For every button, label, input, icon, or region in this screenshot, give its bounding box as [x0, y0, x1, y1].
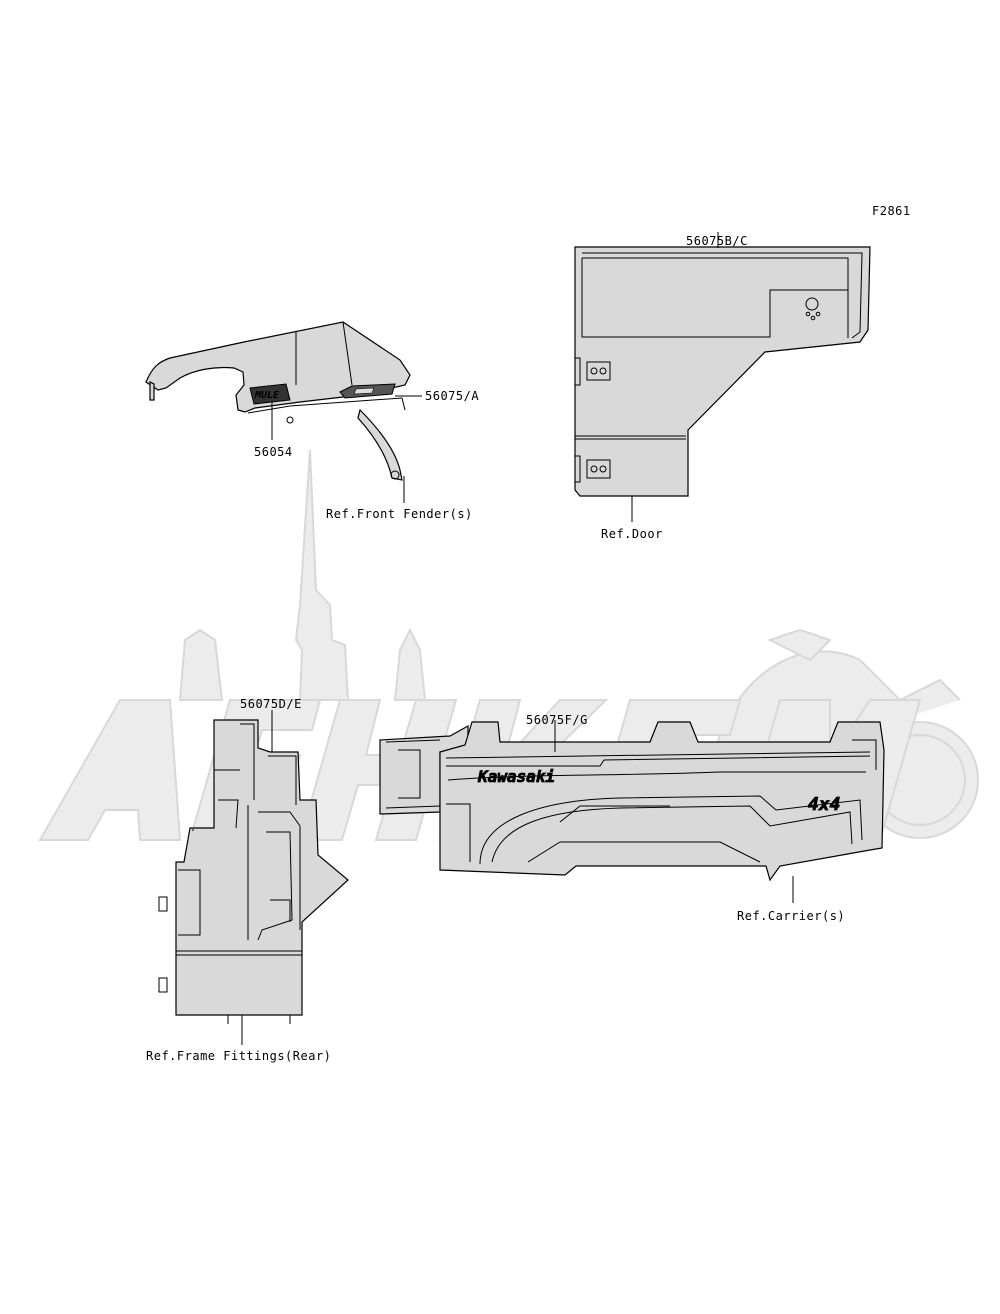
- carrier-part: Kawasaki 4x4: [379, 721, 885, 882]
- ref-carrier: Ref.Carrier(s): [737, 909, 845, 923]
- figure-code: F2861: [872, 204, 911, 218]
- callout-56075bc: 56075B/C: [686, 234, 748, 248]
- 4x4-decal-text: 4x4: [808, 794, 841, 815]
- ref-door: Ref.Door: [601, 527, 663, 541]
- callout-56054: 56054: [254, 445, 293, 459]
- mule-logo-text: MULE: [254, 390, 280, 401]
- callout-56075a: 56075/A: [425, 389, 479, 403]
- ref-front-fender: Ref.Front Fender(s): [326, 507, 473, 521]
- ref-frame-fittings-rear: Ref.Frame Fittings(Rear): [146, 1049, 331, 1063]
- frame-fittings-rear-part: [158, 719, 349, 1024]
- front-fender-part: MULE: [145, 321, 411, 481]
- callout-56075de: 56075D/E: [240, 697, 302, 711]
- kawasaki-decal-text: Kawasaki: [477, 767, 555, 786]
- callout-56075fg: 56075F/G: [526, 713, 588, 727]
- door-part: [574, 246, 871, 497]
